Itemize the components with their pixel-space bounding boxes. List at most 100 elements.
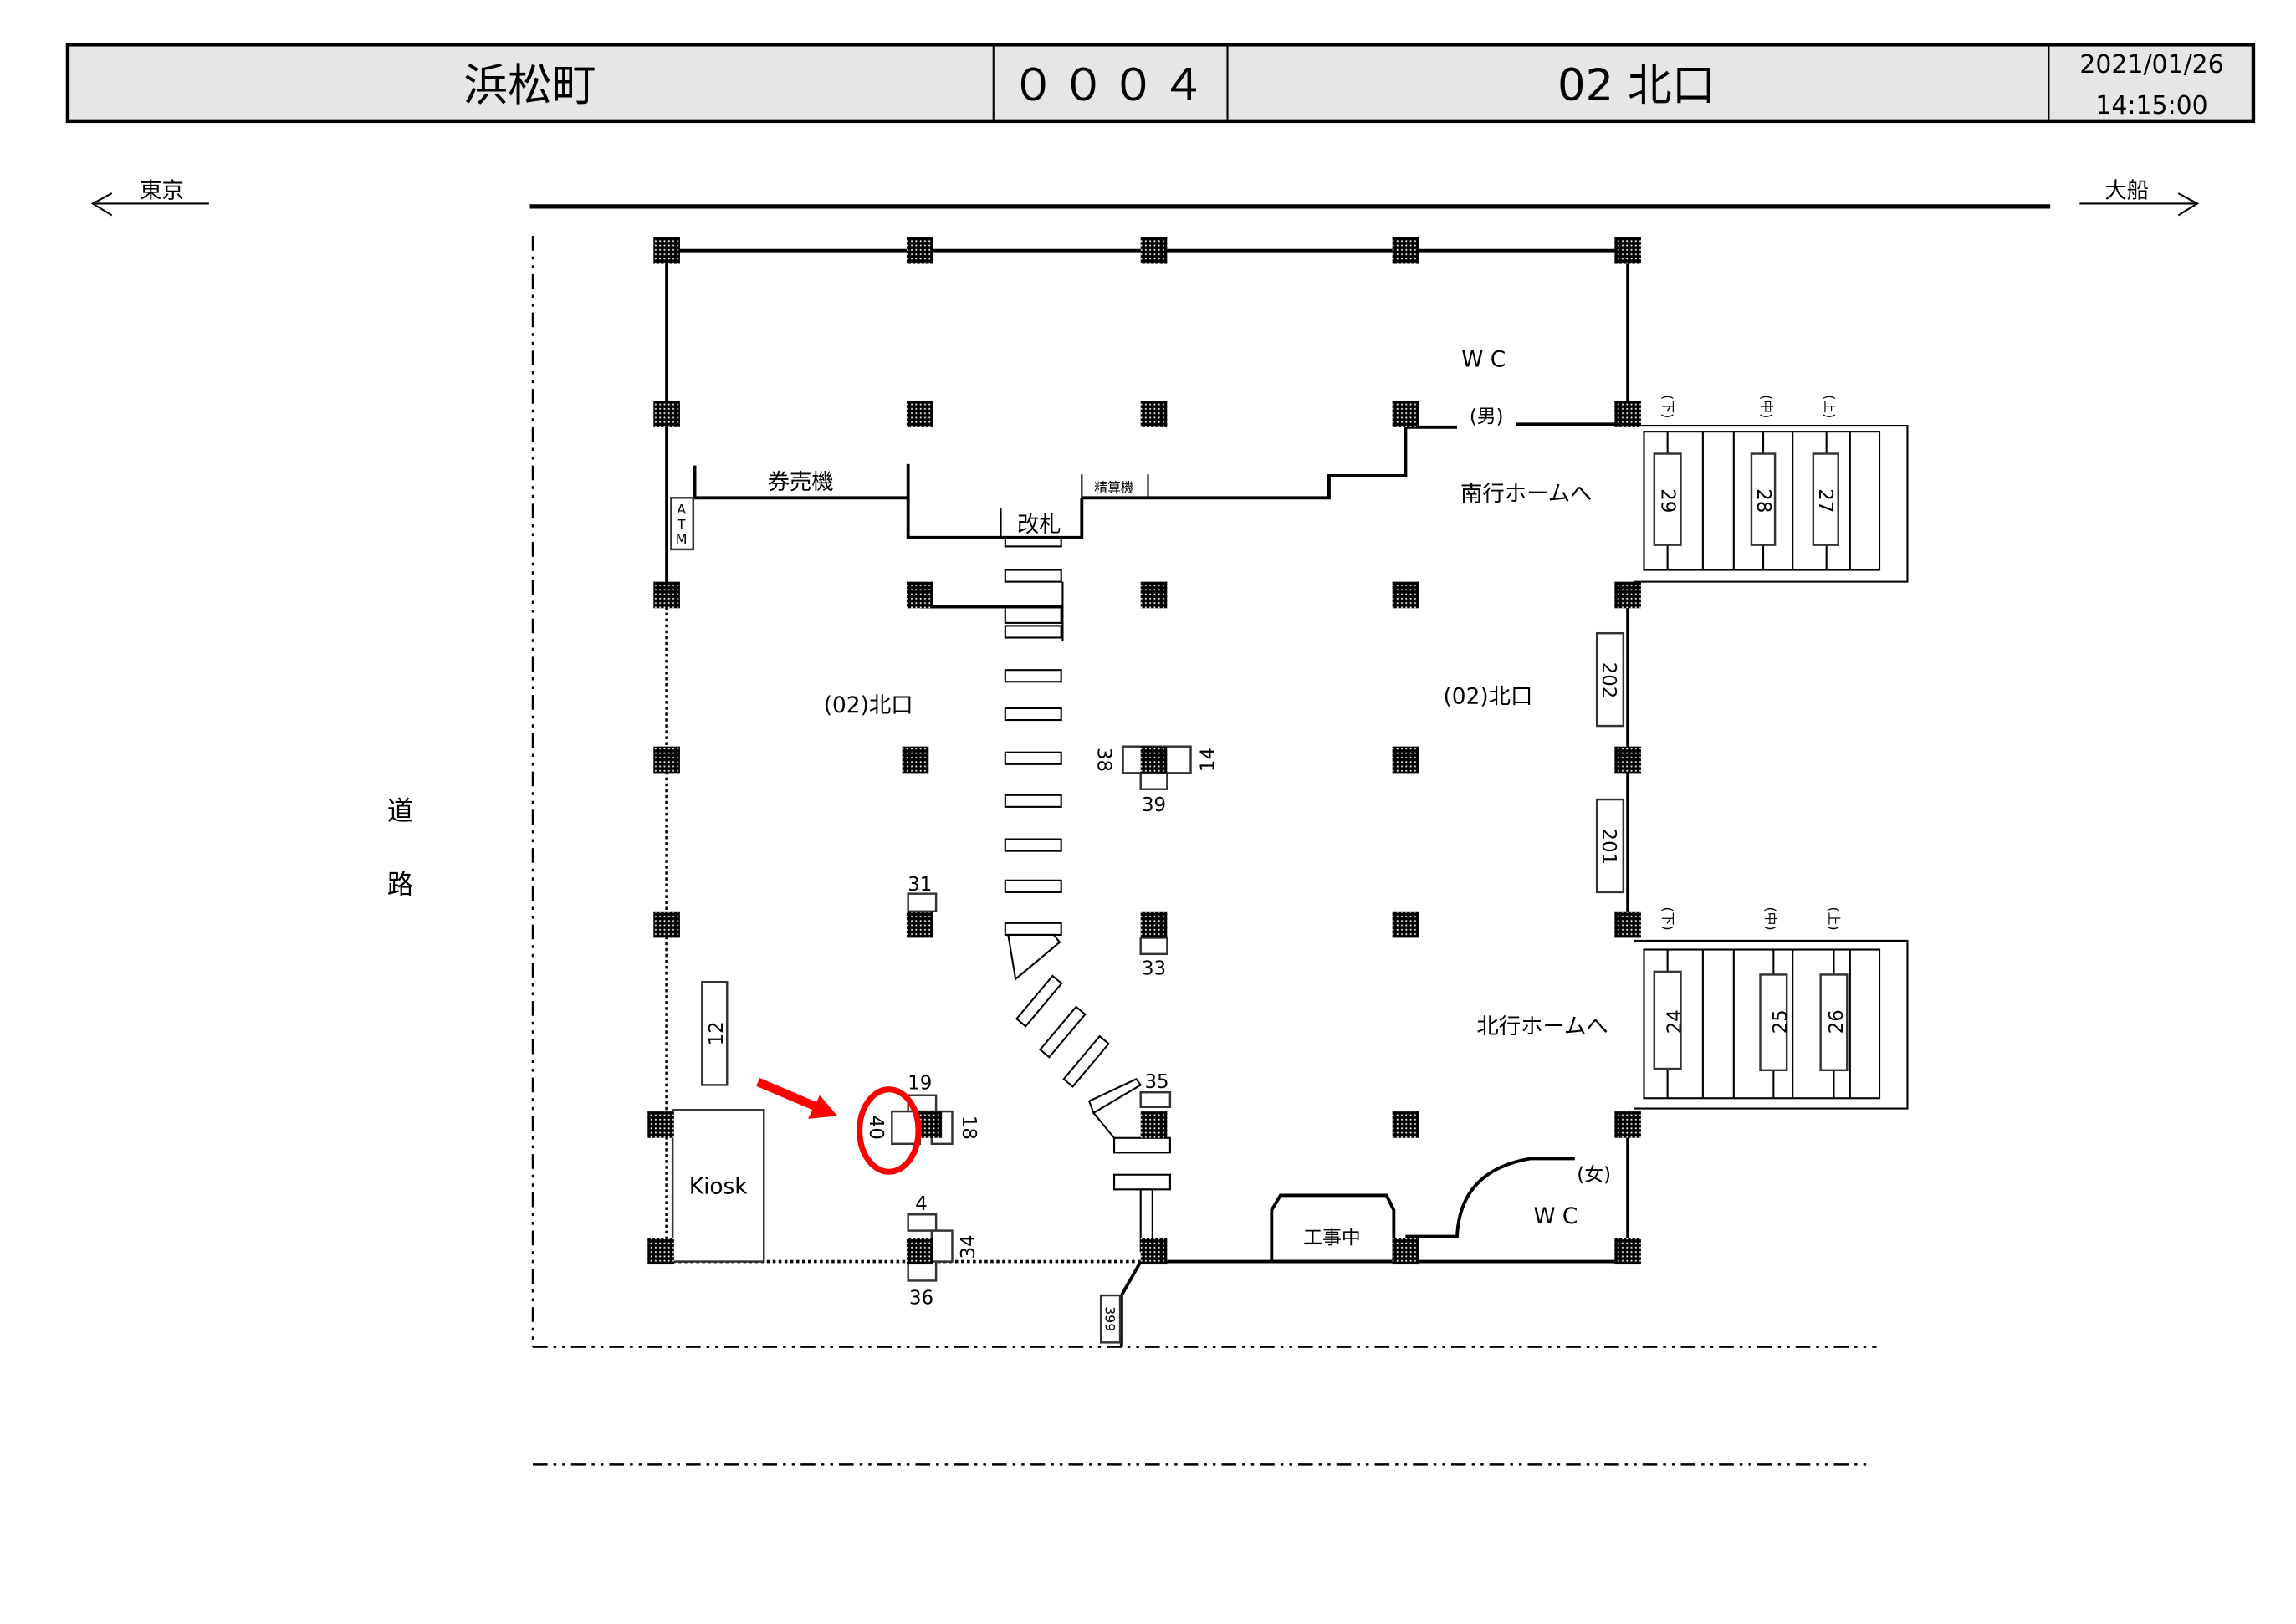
- column: [1140, 1238, 1168, 1265]
- location-399: 399: [1102, 1306, 1117, 1331]
- location-boxes: [701, 452, 1849, 1344]
- to-northbound-label: 北行ホームへ: [1476, 1014, 1608, 1039]
- location-28: 28: [1752, 488, 1774, 513]
- stair-down-upper: (下): [1659, 395, 1675, 418]
- stair-mid-lower: (中): [1763, 906, 1779, 930]
- highlight-arrow-head: [808, 1095, 838, 1119]
- column: [1392, 1238, 1419, 1265]
- direction-tokyo: 東京: [90, 178, 209, 217]
- highlight-marker: [756, 1078, 922, 1175]
- stair-up-lower: (上): [1826, 906, 1842, 930]
- column: [653, 581, 680, 609]
- direction-left-label: 東京: [140, 178, 184, 203]
- highlight-arrow-shaft: [756, 1078, 819, 1111]
- column: [653, 237, 680, 264]
- column: [1614, 911, 1641, 938]
- column: [906, 401, 933, 427]
- location-33: 33: [1142, 958, 1166, 979]
- location-201: 201: [1598, 829, 1619, 866]
- header-bar: 浜松町 ０００４ 02 北口 2021/01/26 14:15:00: [65, 43, 2256, 124]
- direction-ofuna: 大船: [2079, 178, 2200, 217]
- kiosk: [671, 1109, 765, 1263]
- column: [1614, 1238, 1641, 1265]
- fare-adjustment-label: 精算機: [1094, 479, 1134, 495]
- stair-up-upper: (上): [1822, 395, 1838, 418]
- column: [1392, 401, 1419, 427]
- direction-right-label: 大船: [2104, 178, 2149, 203]
- column: [906, 911, 933, 938]
- column: [1614, 581, 1641, 609]
- location-27: 27: [1814, 488, 1836, 513]
- stairs-southbound: [1634, 425, 1909, 583]
- exit-label-left: (02)北口: [824, 693, 913, 718]
- location-14: 14: [1198, 748, 1220, 772]
- column: [1614, 237, 1641, 264]
- stair-mid-upper: (中): [1758, 395, 1774, 418]
- column: [647, 1111, 674, 1138]
- column: [1140, 746, 1168, 774]
- location-12: 12: [706, 1021, 728, 1045]
- column: [1614, 1111, 1641, 1138]
- column: [1140, 911, 1168, 938]
- gate-path: [1004, 536, 1171, 1253]
- column: [653, 746, 680, 774]
- kiosk-label: Kiosk: [689, 1175, 749, 1200]
- column: [1614, 401, 1641, 427]
- stairs-northbound: [1634, 939, 1909, 1110]
- column: [653, 911, 680, 938]
- ticket-machines-label: 券売機: [768, 470, 834, 495]
- column: [1140, 1111, 1168, 1138]
- station-code: ０００４: [1011, 60, 1211, 111]
- women-label: (女): [1577, 1164, 1611, 1186]
- atm-label-m: M: [676, 531, 688, 547]
- atm-label-t: T: [677, 516, 686, 532]
- atm: [670, 497, 695, 551]
- location-25: 25: [1770, 1009, 1792, 1034]
- location-31: 31: [908, 874, 932, 896]
- exit-name: 02 北口: [1557, 60, 1716, 111]
- location-35: 35: [1145, 1071, 1169, 1093]
- location-19: 19: [908, 1073, 932, 1095]
- ticket-gate-label: 改札: [1017, 513, 1061, 538]
- date: 2021/01/26: [2079, 50, 2223, 79]
- men-label: (男): [1470, 406, 1504, 428]
- location-202: 202: [1598, 662, 1619, 699]
- column: [906, 1238, 933, 1265]
- location-40: 40: [865, 1116, 887, 1140]
- road-label-2: 路: [387, 871, 414, 901]
- column: [906, 237, 933, 264]
- wc-men-label: W C: [1461, 348, 1506, 373]
- station-name: 浜松町: [463, 60, 596, 111]
- stair-down-lower: (下): [1659, 906, 1675, 930]
- column: [1614, 746, 1641, 774]
- location-34: 34: [958, 1234, 979, 1259]
- column: [1392, 1111, 1419, 1138]
- to-southbound-label: 南行ホームへ: [1460, 482, 1592, 507]
- column: [1392, 911, 1419, 938]
- column: [1140, 401, 1168, 427]
- location-39: 39: [1142, 794, 1166, 816]
- column: [653, 401, 680, 427]
- atm-label-a: A: [677, 502, 686, 518]
- column: [1140, 581, 1168, 609]
- column: [1392, 237, 1419, 264]
- location-18: 18: [958, 1116, 979, 1140]
- road-label-1: 道: [387, 797, 414, 827]
- highlight-circle: [857, 1086, 922, 1175]
- wc-women-label: W C: [1533, 1204, 1578, 1229]
- location-4: 4: [915, 1193, 928, 1215]
- column: [1392, 746, 1419, 774]
- column: [1140, 237, 1168, 264]
- column: [647, 1238, 674, 1265]
- column: [1392, 581, 1419, 609]
- time: 14:15:00: [2095, 91, 2207, 120]
- location-29: 29: [1657, 488, 1679, 513]
- location-24: 24: [1664, 1009, 1685, 1034]
- location-38: 38: [1093, 748, 1115, 772]
- location-26: 26: [1826, 1009, 1848, 1034]
- column: [906, 581, 933, 609]
- column: [902, 746, 929, 774]
- construction-label: 工事中: [1303, 1227, 1361, 1249]
- columns: [647, 237, 1641, 1265]
